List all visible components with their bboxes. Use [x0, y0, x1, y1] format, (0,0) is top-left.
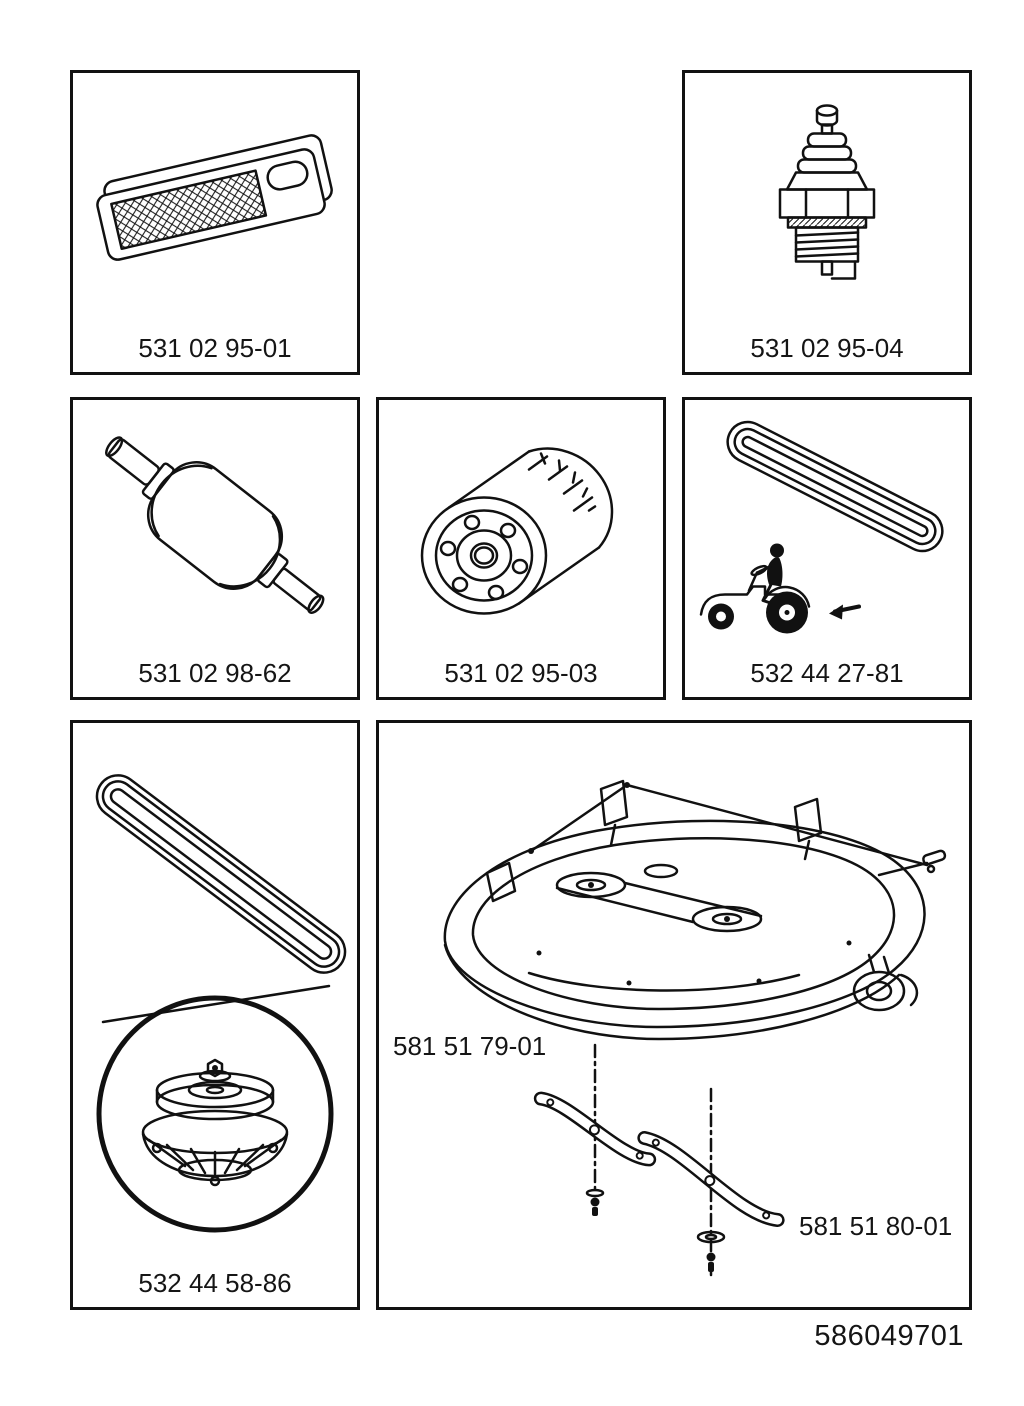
deck-belt-mandrel-illustration [95, 774, 347, 1233]
detail-circle [96, 995, 334, 1233]
part-number-label: 532 44 27-81 [750, 658, 904, 688]
pointer-arrow-icon [829, 604, 861, 620]
document-number: 586049701 [814, 1320, 964, 1352]
part-number-label: 531 02 95-03 [444, 658, 598, 688]
deck-housing [443, 819, 926, 1041]
part-cell-oil-filter: 531 02 95-03 [376, 397, 666, 700]
spark-plug-illustration [778, 104, 876, 280]
part-cell-mower-deck: 581 51 79-01 581 51 80-01 [376, 720, 972, 1310]
part-cell-spark-plug: 531 02 95-04 [682, 70, 972, 375]
deck-spindles-and-belt [555, 863, 763, 933]
oil-filter-illustration [420, 447, 614, 615]
part-cell-deck-belt-mandrel: 532 44 58-86 [70, 720, 360, 1310]
part-number-label: 531 02 95-04 [750, 333, 904, 363]
deck-gauge-rollers [852, 953, 919, 1012]
drive-belt-illustration [699, 420, 944, 634]
mower-deck-illustration [443, 779, 947, 1277]
deck-brackets-and-lift-arms [485, 779, 947, 903]
air-filter-illustration [96, 134, 333, 261]
blade-1-bolt [585, 1188, 605, 1216]
part-cell-air-filter: 531 02 95-01 [70, 70, 360, 375]
part-cell-muffler: 531 02 98-62 [70, 397, 360, 700]
part-number-label: 532 44 58-86 [138, 1268, 292, 1298]
belt-loop [95, 774, 347, 974]
part-number-label-blade-2: 581 51 80-01 [799, 1211, 953, 1241]
part-number-label: 531 02 95-01 [138, 333, 292, 363]
muffler-illustration [105, 436, 325, 615]
part-number-label: 531 02 98-62 [138, 658, 292, 688]
blade-1 [533, 1091, 657, 1167]
mandrel-pulley-assembly [141, 1058, 289, 1187]
part-cell-drive-belt: 532 44 27-81 [682, 397, 972, 700]
blade-2-washer-and-bolt [696, 1230, 726, 1272]
blade-2 [637, 1131, 785, 1227]
riding-mower-icon [699, 543, 811, 634]
part-number-label-blade-1: 581 51 79-01 [393, 1031, 547, 1061]
belt-loop [726, 420, 944, 553]
